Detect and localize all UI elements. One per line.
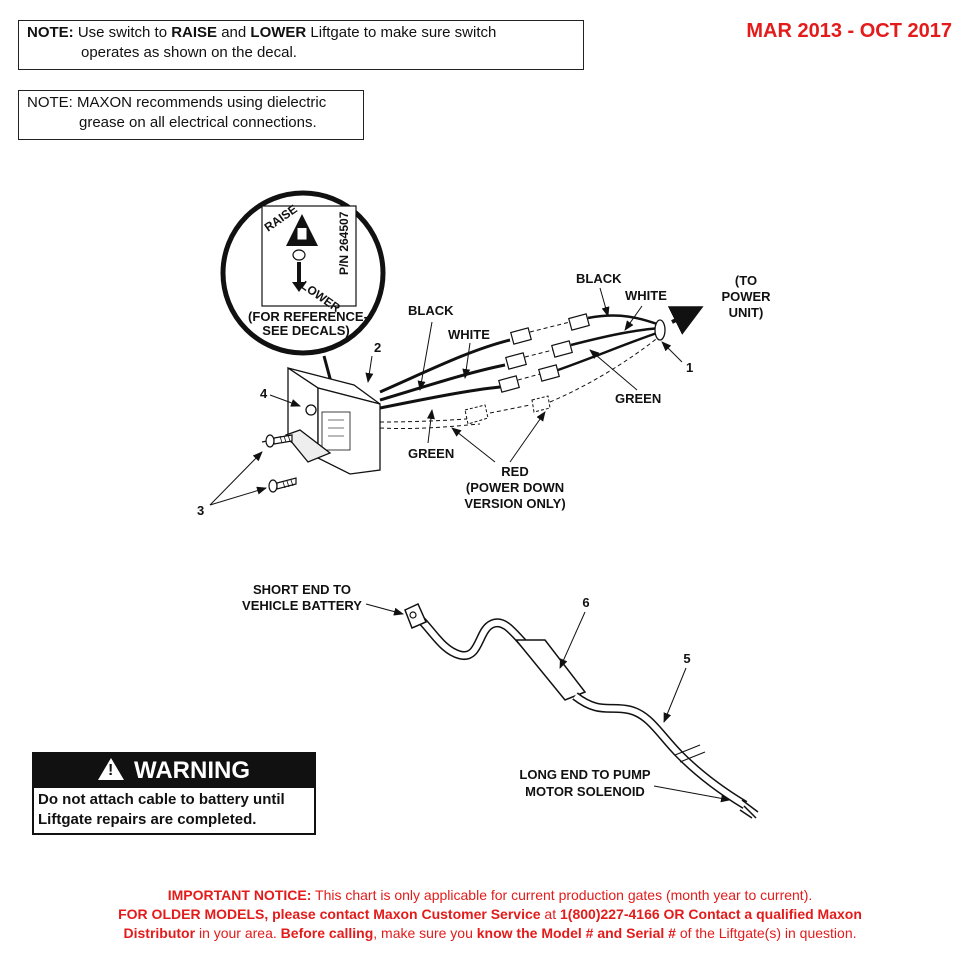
callout-6: 6 xyxy=(582,595,589,610)
leader-lines-top xyxy=(209,287,683,506)
label-green-left: GREEN xyxy=(408,446,454,461)
leader-lines-bottom xyxy=(365,603,731,803)
warning-header: ! WARNING xyxy=(34,754,314,788)
callout-3: 4 xyxy=(260,386,268,401)
decal-caption-1: (FOR REFERENCE- xyxy=(248,309,368,324)
notice-line3: Distributor in your area. Before calling… xyxy=(0,924,980,943)
label-red: RED xyxy=(501,464,528,479)
battery-cable xyxy=(404,603,759,819)
warning-icon: ! xyxy=(98,758,124,780)
label-black-right: BLACK xyxy=(576,271,622,286)
label-short-end-2: VEHICLE BATTERY xyxy=(242,598,362,613)
callout-2: 2 xyxy=(374,340,381,355)
callout-5: 5 xyxy=(683,651,690,666)
label-to-power-3: UNIT) xyxy=(729,305,764,320)
notice-text: , make sure you xyxy=(373,925,477,941)
note-dielectric-grease: NOTE: MAXON recommends using dielectric … xyxy=(18,90,364,140)
label-black-left: BLACK xyxy=(408,303,454,318)
notice-text: This chart is only applicable for curren… xyxy=(311,887,813,903)
note-raise: RAISE xyxy=(171,24,218,41)
note-text: Use switch to xyxy=(73,24,172,41)
wire-harness xyxy=(379,306,704,430)
label-long-end-1: LONG END TO PUMP xyxy=(519,767,651,782)
warning-line2: Liftgate repairs are completed. xyxy=(38,811,257,828)
notice-line1: IMPORTANT NOTICE: This chart is only app… xyxy=(0,886,980,905)
callout-1: 1 xyxy=(686,360,693,375)
note-text: and xyxy=(217,24,251,41)
notice-heading: IMPORTANT NOTICE: xyxy=(167,887,312,903)
label-to-power-2: POWER xyxy=(721,289,771,304)
notice-phone: 1(800)227-4166 OR Contact a qualified Ma… xyxy=(560,906,862,922)
note-line1: NOTE: MAXON recommends using dielectric xyxy=(27,94,327,111)
label-white-left: WHITE xyxy=(448,327,490,342)
label-power-down: (POWER DOWN xyxy=(466,480,564,495)
label-to-power-1: (TO xyxy=(735,273,757,288)
note-line2: operates as shown on the decal. xyxy=(81,44,297,61)
note-label: NOTE: xyxy=(27,24,74,41)
warning-symbol: ! xyxy=(108,762,114,779)
note-line2: grease on all electrical connections. xyxy=(79,114,317,131)
label-version-only: VERSION ONLY) xyxy=(464,496,565,511)
warning-body: Do not attach cable to battery until Lif… xyxy=(34,788,314,833)
warning-box: ! WARNING Do not attach cable to battery … xyxy=(32,752,316,835)
notice-text: at xyxy=(540,906,561,922)
warning-title: WARNING xyxy=(134,757,250,784)
note-lower: LOWER xyxy=(250,24,307,41)
important-notice: IMPORTANT NOTICE: This chart is only app… xyxy=(0,886,980,943)
label-short-end-1: SHORT END TO xyxy=(253,582,351,597)
decal-caption-2: SEE DECALS) xyxy=(262,323,349,338)
notice-model-serial: know the Model # and Serial # xyxy=(476,925,676,941)
notice-distributor: Distributor xyxy=(123,925,196,941)
notice-text: in your area. xyxy=(195,925,281,941)
callout-4: 3 xyxy=(197,503,204,518)
notice-text: of the Liftgate(s) in question. xyxy=(675,925,857,941)
label-white-right: WHITE xyxy=(625,288,667,303)
notice-line2: FOR OLDER MODELS, please contact Maxon C… xyxy=(0,905,980,924)
switch-box xyxy=(284,366,381,475)
labels-top: BLACK WHITE GREEN BLACK WHITE GREEN (TO … xyxy=(197,271,771,518)
label-green-right: GREEN xyxy=(615,391,661,406)
screws xyxy=(261,434,297,493)
note-raise-lower: NOTE: Use switch to RAISE and LOWER Lift… xyxy=(18,20,584,70)
note-text: Liftgate to make sure switch xyxy=(306,24,497,41)
label-long-end-2: MOTOR SOLENOID xyxy=(525,784,645,799)
date-range: MAR 2013 - OCT 2017 xyxy=(746,20,952,42)
decal-part-number: P/N 264507 xyxy=(337,211,351,275)
labels-bottom: SHORT END TO VEHICLE BATTERY 6 5 LONG EN… xyxy=(242,582,691,799)
decal-magnifier: RAISE LOWER P/N 264507 (FOR REFERENCE- S… xyxy=(220,190,386,411)
warning-line1: Do not attach cable to battery until xyxy=(38,791,285,808)
notice-before-calling: Before calling xyxy=(280,925,374,941)
notice-older-models: FOR OLDER MODELS, please contact Maxon C… xyxy=(118,906,541,922)
